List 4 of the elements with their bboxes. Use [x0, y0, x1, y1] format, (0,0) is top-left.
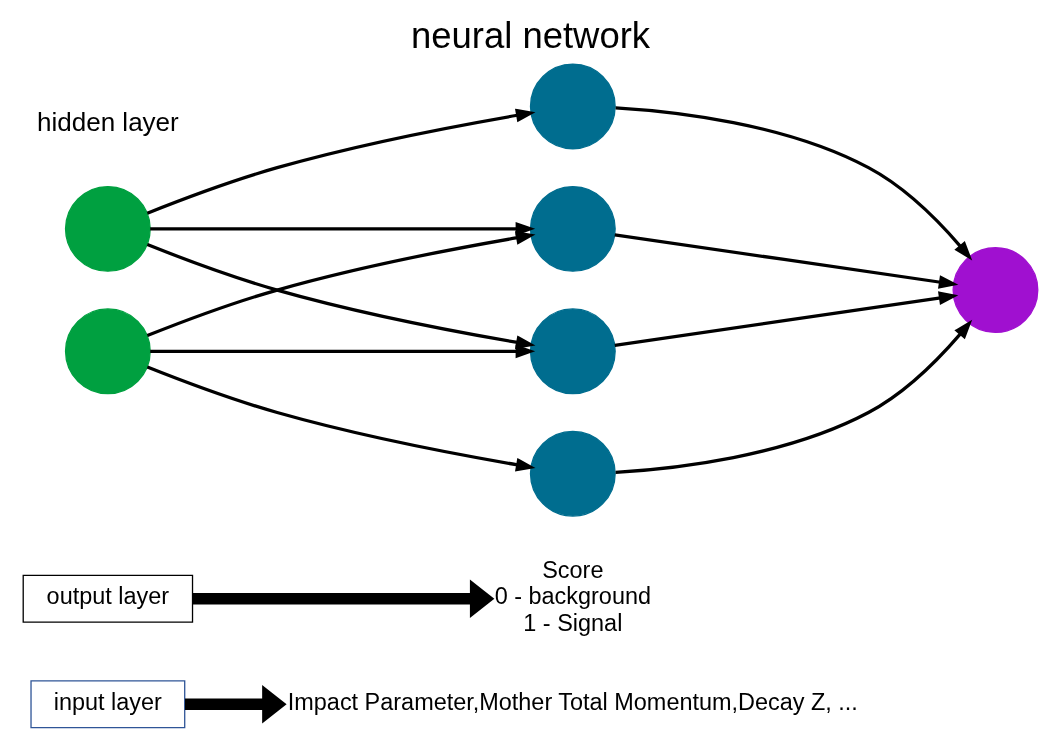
node-text: Score 0 - background 1 - Signal — [494, 557, 652, 636]
diagram-title: neural network — [410, 14, 651, 56]
label: hidden layer — [36, 107, 179, 138]
node-text: Impact Parameter,Mother Total Momentum,Decay Z, ... — [287, 688, 858, 715]
